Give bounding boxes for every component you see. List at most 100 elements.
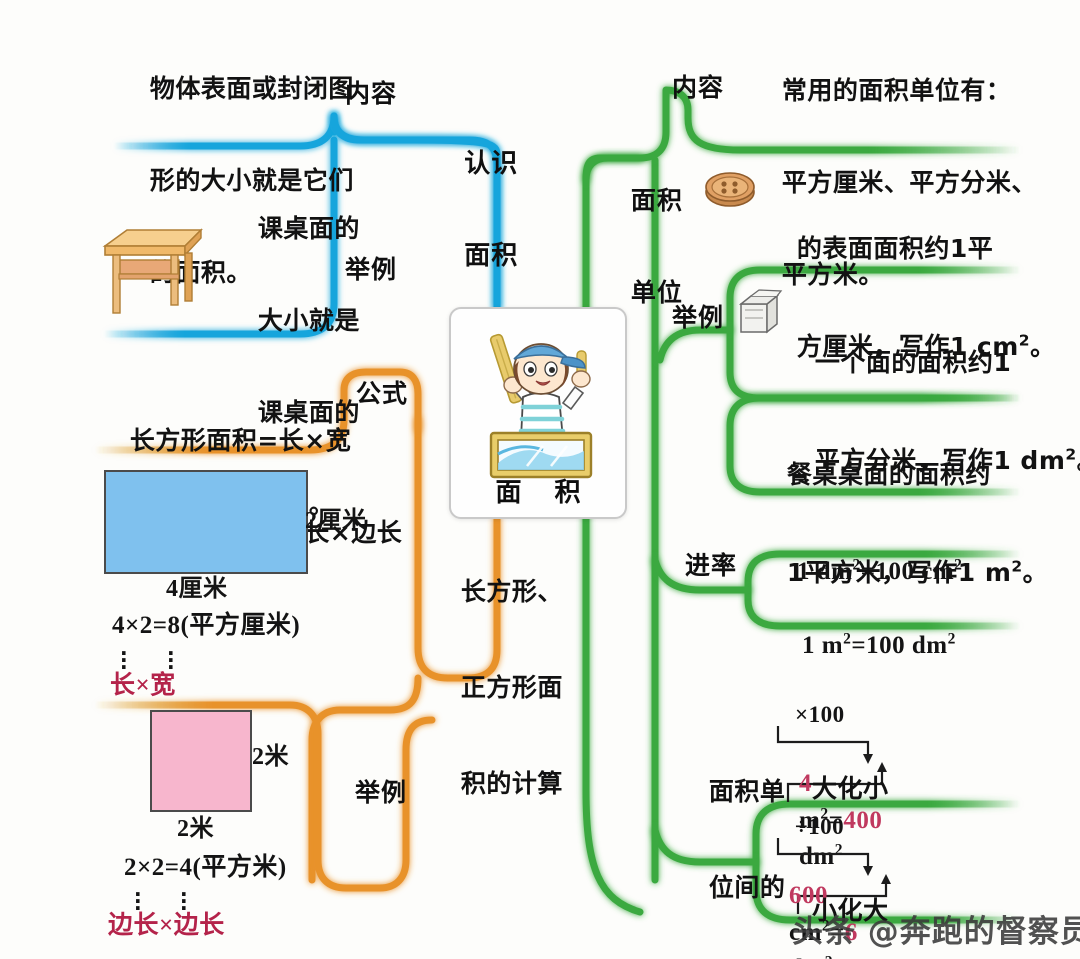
label-recognize-area-line1: 认识 (464, 149, 519, 179)
pink-square-height-label: 2米 (252, 744, 289, 770)
label-example-blue: 举例 (345, 255, 398, 284)
recognize-content-text: 物体表面或封闭图 形的大小就是它们 的面积。 (113, 20, 354, 342)
blue-rect-height-label: 2厘米 (305, 508, 367, 534)
carton-box-icon (738, 289, 783, 334)
label-area-calculation: 长方形、 正方形面 积的计算 (424, 520, 563, 856)
superscript-2: 2 (821, 917, 831, 935)
blue-rect-width-label: 4厘米 (166, 576, 228, 602)
label-content-blue: 内容 (345, 79, 398, 108)
label-area-calc-line1: 长方形、 (460, 577, 563, 606)
pink-square-annotation: 边长×边长 (108, 912, 225, 939)
units-example-3-tail: 。 (1022, 558, 1049, 588)
superscript-2: 2 (820, 805, 829, 823)
superscript-2: 2 (954, 556, 963, 574)
conversion-2-bottom-label: 小化大 (812, 896, 889, 925)
conversion-1-arrows (776, 726, 887, 802)
conversion-1-right-unit: dm (799, 842, 835, 870)
conversion-1-left-value: 4 (799, 770, 812, 798)
recognize-content-line-1: 物体表面或封闭图 (149, 74, 354, 103)
conversion-2-right-unit: dm (789, 955, 825, 959)
superscript-2: 2 (852, 556, 861, 574)
pink-square-dots-right: ... (180, 877, 188, 915)
units-example-1-text: 的表面面积约1平 方厘米，写作1 cm2。 (760, 180, 1056, 416)
units-example-1-line-2-wrap: 方厘米，写作1 cm2。 (797, 332, 1056, 361)
label-area-calc-line2: 正方形面 (460, 673, 563, 702)
pink-square-dots-left: ... (134, 877, 142, 915)
label-recognize-area: 认识 面积 (424, 95, 518, 325)
label-unit-conversion: 面积单 位间的 转化 (672, 720, 785, 959)
rate-item-1-left: 1 dm (797, 558, 853, 586)
rate-item-2-left: 1 m (802, 632, 844, 660)
units-example-1-tail: 。 (1030, 332, 1056, 362)
rate-item-1-right: =100 cm (860, 558, 955, 586)
conversion-2-right-value: 6 (844, 918, 858, 946)
units-example-2-tail: 。 (1077, 446, 1080, 475)
conversion-1-left-unit: m (799, 806, 821, 834)
rate-item-1: 1 dm2=100 cm2 (770, 518, 962, 627)
boy-with-picture-frame-illustration (489, 333, 593, 479)
superscript-2: 2 (843, 630, 852, 648)
blue-rect-dots-right: ... (167, 636, 175, 674)
rate-item-2-right: =100 dm (851, 632, 948, 660)
label-unit-conversion-line1: 面积单 (708, 777, 786, 806)
conversion-2-equals: = (830, 918, 845, 946)
label-formula: 公式 (356, 379, 409, 408)
units-example-2-line-1: 一个面的面积约1 (814, 348, 1012, 377)
superscript-2: 2 (947, 630, 956, 648)
units-example-3-line-2: 1平方米，写作1 m (786, 558, 1012, 588)
conversion-1-equation: 4 m2=400 dm2 (772, 730, 882, 911)
superscript-2: 2 (825, 953, 833, 959)
label-recognize-area-line2: 面积 (464, 241, 519, 271)
blue-rectangle-shape (104, 470, 308, 574)
label-conversion-rate: 进率 (685, 551, 738, 580)
label-example-orange: 举例 (355, 778, 408, 807)
conversion-1-equals: = (828, 806, 844, 834)
button-coin-icon (705, 172, 755, 207)
recognize-content-line-2: 形的大小就是它们 (149, 166, 354, 195)
label-example-green: 举例 (672, 303, 725, 332)
formula-rect: 长方形面积=长×宽 (129, 426, 352, 455)
conversion-1-right-value: 400 (843, 806, 883, 834)
label-area-units: 面积 单位 (592, 132, 683, 362)
units-content-line-1: 常用的面积单位有： (781, 76, 1012, 105)
conversion-1-bottom-label: 大化小 (812, 774, 889, 803)
center-node-title: 面 积 (495, 478, 593, 508)
units-example-3-line-1: 餐桌桌面的面积约 (786, 460, 991, 489)
units-content-line-3: 平方米。 (781, 260, 884, 289)
units-example-1-line-1: 的表面面积约1平 (796, 234, 994, 263)
conversion-2-top-operation: ÷100 (795, 814, 845, 839)
conversion-1-top-operation: ×100 (795, 702, 845, 727)
conversion-2-left-value: 600 (789, 882, 828, 910)
pink-square-width-label: 2米 (177, 816, 214, 842)
units-example-2-text: 一个面的面积约1 平方分米，写作1 dm2。 (778, 294, 1080, 530)
superscript-2: 2 (1018, 332, 1031, 350)
units-example-1-line-2: 方厘米，写作1 cm (796, 332, 1019, 362)
conversion-2-equation: 600 cm2=6 dm2 (762, 842, 858, 959)
units-content-line-2: 平方厘米、平方分米、 (781, 168, 1037, 197)
conversion-2-arrows (776, 838, 891, 914)
pink-square-equation: 2×2=4(平方米) (124, 854, 287, 881)
units-content-text: 常用的面积单位有： 平方厘米、平方分米、 平方米。 (745, 22, 1037, 344)
watermark-text: 头条 @奔跑的督察员 (792, 914, 1080, 950)
recognize-example-line-1: 课桌面的 (257, 214, 360, 243)
rate-item-2: 1 m2=100 dm2 (775, 592, 956, 701)
label-area-units-line2: 单位 (630, 278, 683, 307)
recognize-example-line-2: 大小就是 (257, 306, 360, 335)
units-example-2-line-2: 平方分米，写作1 dm (814, 446, 1066, 476)
label-unit-conversion-line2: 位间的 (708, 873, 786, 902)
blue-rect-dots-left: ... (120, 636, 128, 674)
superscript-2: 2 (1065, 446, 1077, 464)
label-area-calc-line3: 积的计算 (460, 769, 563, 798)
label-content-green: 内容 (672, 73, 725, 102)
recognize-example-line-3: 课桌面的 (257, 398, 360, 427)
desk-icon (102, 228, 203, 314)
superscript-2: 2 (834, 841, 843, 859)
superscript-2: 2 (1011, 558, 1023, 576)
conversion-2-left-unit: cm (789, 918, 822, 946)
blue-rect-annotation: 长×宽 (110, 672, 176, 699)
blue-rect-equation: 4×2=8(平方厘米) (112, 612, 301, 639)
units-example-2-line-2-wrap: 平方分米，写作1 dm2。 (815, 446, 1080, 475)
pink-square-shape (150, 710, 252, 812)
center-node-area[interactable]: 面 积 (449, 307, 627, 519)
